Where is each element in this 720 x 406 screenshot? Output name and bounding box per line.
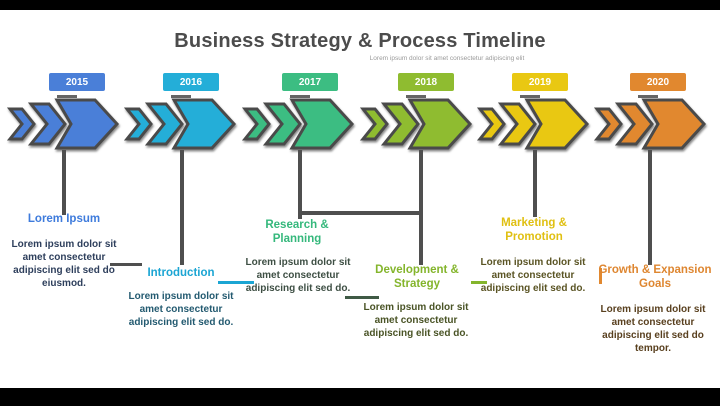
chevron-small-icon: [476, 107, 506, 141]
arrow-large-icon: [641, 98, 707, 150]
chevron-small-icon: [123, 107, 153, 141]
connector-segment: [110, 263, 142, 266]
chip-shadow-dash: [520, 95, 540, 98]
arrow-large-icon: [407, 98, 473, 150]
milestone-description: Lorem ipsum dolor sit amet consectetur a…: [128, 291, 234, 328]
milestone-description: Lorem ipsum dolor sit amet consectetur a…: [600, 304, 706, 354]
milestone-description: Lorem ipsum dolor sit amet consectetur a…: [11, 239, 117, 289]
milestone-heading: Growth & Expansion Goals: [598, 264, 712, 291]
chevron-medium-icon: [262, 102, 302, 146]
arrow-large-icon: [524, 98, 590, 150]
year-chip: 2016: [163, 73, 219, 91]
chip-shadow-dash: [57, 95, 77, 98]
connector-segment: [218, 281, 254, 284]
chevron-medium-icon: [144, 102, 184, 146]
connector-line: [648, 150, 652, 265]
page-title: Business Strategy & Process Timeline: [174, 30, 546, 52]
connector-line: [62, 150, 66, 215]
year-label: 2018: [414, 76, 438, 88]
connector-bridge: [298, 211, 423, 215]
chip-shadow-dash: [290, 95, 310, 98]
year-chip: 2015: [49, 73, 105, 91]
chevron-medium-icon: [27, 102, 67, 146]
milestone-heading: Research & Planning: [265, 219, 329, 246]
connector-segment: [599, 268, 602, 284]
connector-line: [533, 150, 537, 217]
connector-segment: [345, 296, 379, 299]
year-chip: 2020: [630, 73, 686, 91]
year-label: 2016: [179, 76, 203, 88]
year-label: 2017: [298, 76, 322, 88]
year-label: 2015: [65, 76, 89, 88]
milestone-description: Lorem ipsum dolor sit amet consectetur a…: [363, 302, 469, 339]
connector-line: [180, 150, 184, 265]
arrow-large-icon: [289, 98, 355, 150]
year-chip: 2019: [512, 73, 568, 91]
arrow-large-icon: [54, 98, 120, 150]
chevron-medium-icon: [497, 102, 537, 146]
arrow-large-icon: [171, 98, 237, 150]
connector-line: [419, 150, 423, 265]
year-label: 2019: [528, 76, 552, 88]
chevron-arrow-group: [123, 97, 238, 151]
year-label: 2020: [646, 76, 670, 88]
chevron-arrow-group: [476, 97, 591, 151]
connector-segment: [471, 281, 487, 284]
year-chip: 2018: [398, 73, 454, 91]
chevron-small-icon: [593, 107, 623, 141]
page-subtitle: Lorem ipsum dolor sit amet consectetur a…: [369, 55, 525, 62]
chevron-medium-icon: [380, 102, 420, 146]
chip-shadow-dash: [406, 95, 426, 98]
milestone-heading: Marketing & Promotion: [501, 217, 567, 244]
letterbox-top: [0, 0, 720, 10]
chevron-medium-icon: [614, 102, 654, 146]
chevron-small-icon: [359, 107, 389, 141]
chip-shadow-dash: [171, 95, 191, 98]
year-chip: 2017: [282, 73, 338, 91]
chevron-arrow-group: [6, 97, 121, 151]
chevron-arrow-group: [359, 97, 474, 151]
letterbox-bottom: [0, 388, 720, 406]
chevron-arrow-group: [593, 97, 708, 151]
milestone-description: Lorem ipsum dolor sit amet consectetur a…: [480, 257, 586, 294]
milestone-heading: Development & Strategy: [375, 264, 459, 291]
chip-shadow-dash: [638, 95, 658, 98]
milestone-description: Lorem ipsum dolor sit amet consectetur a…: [245, 257, 351, 294]
milestone-heading: Lorem Ipsum: [27, 213, 101, 225]
chevron-small-icon: [6, 107, 36, 141]
connector-line: [298, 150, 302, 219]
chevron-small-icon: [241, 107, 271, 141]
milestone-heading: Introduction: [147, 267, 215, 279]
chevron-arrow-group: [241, 97, 356, 151]
